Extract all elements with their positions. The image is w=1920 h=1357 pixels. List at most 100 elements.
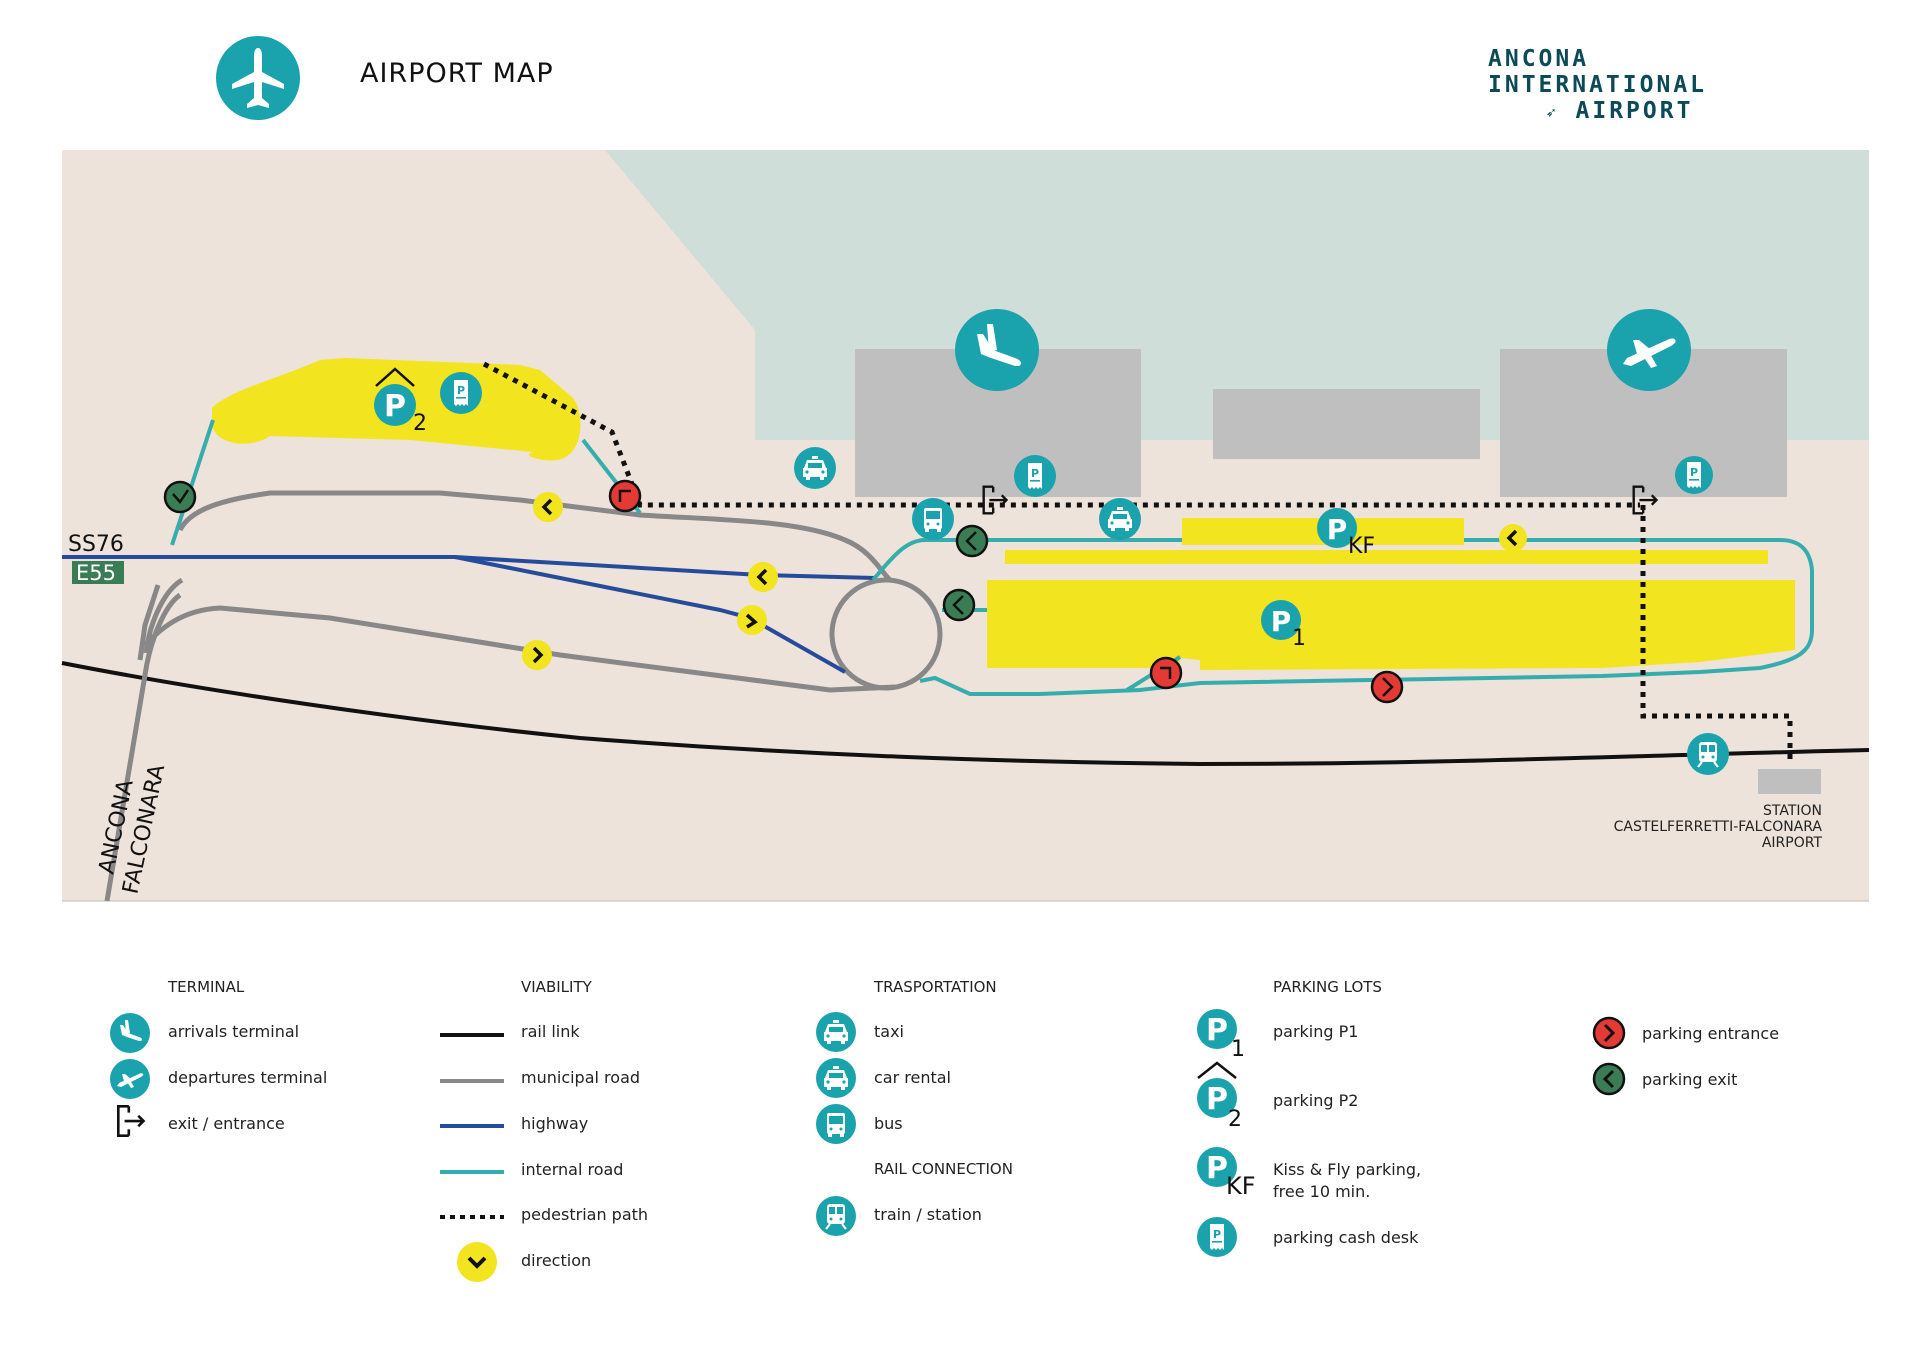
arrivals-icon[interactable] xyxy=(955,309,1039,391)
legend-rail-link-label: rail link xyxy=(521,1022,580,1041)
rail-link xyxy=(61,661,1870,767)
parking-p2-icon: P2 xyxy=(1197,1061,1242,1130)
e55-badge xyxy=(72,561,124,584)
cash-desk-icon[interactable] xyxy=(1675,456,1713,494)
legend-pedestrian-path-label: pedestrian path xyxy=(521,1205,649,1224)
parking-exit-icon xyxy=(1592,1062,1626,1096)
train-icon[interactable] xyxy=(1687,733,1729,775)
parking-entrance-icon[interactable] xyxy=(1149,656,1183,690)
legend-parking-p1-label: parking P1 xyxy=(1273,1022,1359,1041)
legend-train-station-label: train / station xyxy=(874,1205,982,1224)
kiss-fly-marker[interactable]: P KF xyxy=(1317,508,1375,559)
municipal-roads xyxy=(104,490,896,902)
direction-icon xyxy=(748,562,778,592)
departures-icon xyxy=(110,1059,150,1099)
taxi-icon[interactable] xyxy=(1099,498,1141,540)
svg-text:P: P xyxy=(1206,1151,1228,1186)
municipal-road-line xyxy=(440,1079,504,1083)
station-building[interactable] xyxy=(1758,769,1821,794)
svg-text:KF: KF xyxy=(1226,1172,1256,1198)
e55-label: E55 xyxy=(76,561,116,585)
kf-letter: P xyxy=(1327,513,1348,546)
highway-line xyxy=(440,1124,504,1128)
kiss-fly-icon: PKF xyxy=(1197,1147,1256,1198)
bird-icon: ➶ xyxy=(1546,103,1559,122)
pedestrian-path-line xyxy=(440,1215,504,1219)
legend-kiss-fly-label: Kiss & Fly parking, xyxy=(1273,1160,1422,1179)
legend-car-rental-label: car rental xyxy=(874,1068,951,1087)
roundabout xyxy=(829,577,943,691)
parking-entrance-icon[interactable] xyxy=(1370,670,1404,704)
ss76-label: SS76 xyxy=(68,532,124,557)
bus-icon[interactable] xyxy=(912,498,954,540)
svg-text:P: P xyxy=(1206,1013,1228,1048)
legend-transportation-heading: TRASPORTATION xyxy=(874,978,997,996)
legend-parking-heading: PARKING LOTS xyxy=(1273,978,1382,996)
parking-entrance-icon xyxy=(1592,1016,1626,1050)
legend-parking-entrance-label: parking entrance xyxy=(1642,1024,1780,1043)
cash-desk-icon[interactable] xyxy=(1014,455,1056,497)
legend-municipal-road-label: municipal road xyxy=(521,1068,641,1087)
p1-letter: P xyxy=(1271,605,1292,638)
rail-link-line xyxy=(440,1033,504,1037)
train-icon xyxy=(816,1196,856,1236)
direction-icon xyxy=(522,640,552,670)
kf-subscript: KF xyxy=(1348,534,1375,559)
legend-terminal-heading: TERMINAL xyxy=(168,978,245,996)
taxi-icon xyxy=(816,1012,856,1052)
parking-exit-icon[interactable] xyxy=(942,588,976,622)
p2-subscript: 2 xyxy=(413,411,427,436)
parking-p2-marker[interactable]: P 2 xyxy=(374,367,427,436)
car-rental-icon xyxy=(816,1058,856,1098)
legend-internal-road-label: internal road xyxy=(521,1160,624,1179)
cash-desk-icon xyxy=(1197,1217,1237,1257)
airport-logo-icon xyxy=(216,36,300,120)
legend-viability-heading: VIABILITY xyxy=(521,978,592,996)
parking-p1-area[interactable] xyxy=(987,580,1795,670)
parking-p1-marker[interactable]: P 1 xyxy=(1261,600,1306,651)
central-building xyxy=(1213,389,1480,459)
departures-icon[interactable] xyxy=(1607,309,1691,391)
brand-line-3: ➶ AIRPORT xyxy=(1488,98,1707,126)
legend-cash-desk-label: parking cash desk xyxy=(1273,1228,1419,1247)
municipal-road-junction xyxy=(137,584,161,661)
svg-text:1: 1 xyxy=(1231,1037,1245,1058)
brand-line-3-text: AIRPORT xyxy=(1575,98,1694,124)
car-rental-icon[interactable] xyxy=(794,447,836,489)
brand-logo: ANCONA INTERNATIONAL ➶ AIRPORT xyxy=(1488,46,1707,126)
legend-parking-exit-label: parking exit xyxy=(1642,1070,1738,1089)
parking-p1-icon: P1 xyxy=(1197,1009,1245,1058)
bus-icon xyxy=(816,1104,856,1144)
legend-highway-label: highway xyxy=(521,1114,589,1133)
highway xyxy=(62,555,876,674)
arrivals-icon xyxy=(110,1013,150,1053)
legend-parking-p2-label: parking P2 xyxy=(1273,1091,1359,1110)
cash-desk-icon[interactable] xyxy=(440,372,482,414)
legend-taxi-label: taxi xyxy=(874,1022,904,1041)
station-label-line-2: CASTELFERRETTI-FALCONARA xyxy=(1614,819,1823,835)
legend-kiss-fly-label-2: free 10 min. xyxy=(1273,1182,1371,1201)
p1-subscript: 1 xyxy=(1292,626,1306,651)
station-label-line-3: AIRPORT xyxy=(1762,835,1823,851)
parking-exit-icon[interactable] xyxy=(163,480,197,514)
brand-line-2: INTERNATIONAL xyxy=(1488,72,1708,98)
legend-rail-connection-heading: RAIL CONNECTION xyxy=(874,1160,1013,1178)
parking-entrance-icon[interactable] xyxy=(608,479,642,513)
page-title: AIRPORT MAP xyxy=(360,58,554,89)
exit-entrance-icon xyxy=(116,1104,145,1138)
legend-bus-label: bus xyxy=(874,1114,903,1133)
direction-icon xyxy=(533,492,563,522)
direction-icon xyxy=(737,605,767,635)
kiss-fly-lane[interactable] xyxy=(1005,550,1768,564)
direction-icon xyxy=(1499,524,1527,552)
parking-exit-icon[interactable] xyxy=(955,524,989,558)
legend-direction-label: direction xyxy=(521,1251,592,1270)
direction-icon xyxy=(457,1242,497,1282)
internal-road-line xyxy=(440,1170,504,1174)
legend-exit-entrance-label: exit / entrance xyxy=(168,1114,285,1133)
legend-departures-label: departures terminal xyxy=(168,1068,328,1087)
svg-text:P: P xyxy=(1206,1082,1228,1117)
brand-line-1: ANCONA xyxy=(1488,46,1590,72)
station-label-line-1: STATION xyxy=(1763,803,1822,819)
